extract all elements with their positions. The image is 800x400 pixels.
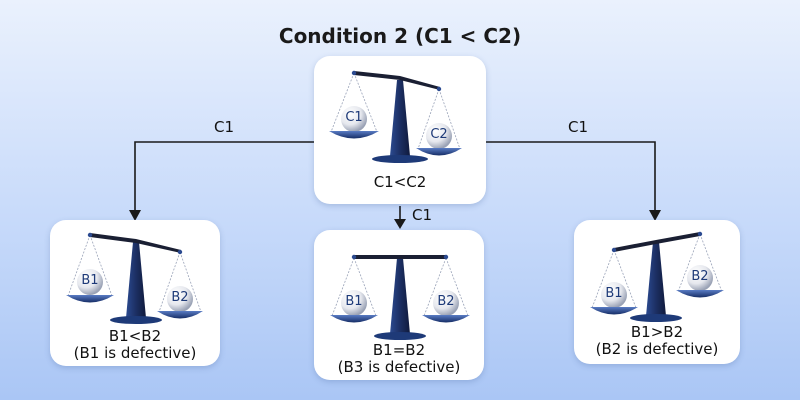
left-card-b1-label: B1 [81, 273, 99, 288]
left-card-b1-ball [77, 269, 103, 295]
right-card-b2-label: B2 [691, 269, 709, 284]
left-card-b2-label: B2 [171, 290, 189, 305]
top-right-ball-label: C2 [430, 127, 448, 142]
left-scale-pole [126, 242, 146, 318]
top-right-ball [426, 123, 452, 149]
right-card-relation: B1>B2 [630, 323, 684, 341]
top-left-ball [341, 106, 367, 132]
right-arrowhead [649, 210, 661, 221]
left-card-note: (B1 is defective) [73, 344, 197, 362]
right-scale-pole [646, 242, 666, 316]
top-scale-beam [354, 71, 440, 90]
diagram-title: Condition 2 (C1 < C2) [278, 24, 522, 48]
right-connector [486, 141, 656, 212]
left-arrowhead [129, 210, 141, 221]
middle-arrowhead [394, 219, 406, 229]
outcome-card-right: B1 B2 B1>B2 (B2 is defective) [574, 220, 740, 364]
middle-scale-beam [354, 255, 446, 259]
left-card-relation: B1<B2 [108, 327, 162, 345]
top-balance-scale [329, 70, 462, 163]
top-right-pan [416, 148, 462, 156]
left-card-b2-ball [167, 286, 193, 312]
top-left-pan [329, 131, 379, 139]
top-scale-base [372, 155, 428, 163]
middle-card-b2-ball [433, 290, 459, 316]
right-scale-beam [614, 232, 700, 252]
left-scale-beam [90, 233, 181, 253]
outcome-card-left: B1 B2 B1<B2 (B1 is defective) [50, 220, 220, 366]
middle-card-b1-label: B1 [345, 294, 363, 309]
left-balance-scale [66, 232, 203, 324]
right-card-note: (B2 is defective) [595, 340, 719, 358]
right-balance-scale [590, 231, 724, 322]
right-card-b2-ball [687, 265, 713, 291]
middle-card-b1-ball [341, 290, 367, 316]
right-card-b1-ball [601, 282, 627, 308]
right-edge-label: C1 [568, 118, 589, 136]
outcome-card-middle: B1 B2 B1=B2 (B3 is defective) [314, 230, 484, 380]
middle-card-relation: B1=B2 [372, 341, 426, 359]
middle-card-b2-label: B2 [437, 294, 455, 309]
right-card-b1-label: B1 [605, 286, 623, 301]
middle-card-note: (B3 is defective) [337, 358, 461, 376]
middle-edge-label: C1 [412, 206, 433, 224]
top-left-ball-label: C1 [345, 110, 363, 125]
middle-balance-scale [330, 254, 470, 340]
top-caption: C1<C2 [373, 173, 427, 191]
top-scale-card: C1 C2 C1<C2 [314, 56, 486, 204]
middle-scale-pole [390, 258, 410, 334]
top-scale-pole [390, 80, 410, 156]
left-connector [134, 141, 314, 212]
left-edge-label: C1 [214, 118, 235, 136]
